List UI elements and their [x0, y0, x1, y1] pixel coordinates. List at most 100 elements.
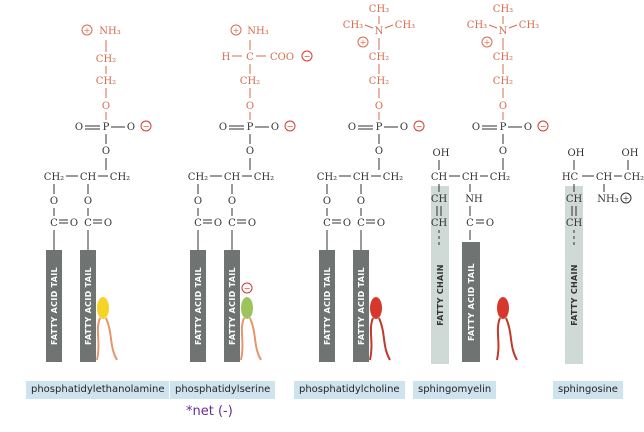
carbon-group: CH₂	[369, 52, 389, 63]
oxygen-atom: O	[377, 218, 385, 229]
nitrogen-charge-sign: +	[484, 38, 491, 47]
fatty-acid-tail-1	[319, 250, 335, 362]
pe-icon-tail-right	[105, 317, 118, 361]
oxygen-atom: O	[246, 101, 254, 112]
amine-group: NH₃	[597, 194, 618, 205]
carbon-group: CH	[431, 218, 448, 229]
phosphate-charge-sign: −	[416, 122, 423, 131]
ps-icon-charge-sign: −	[244, 284, 251, 293]
fatty-acid-tail-2	[353, 250, 369, 362]
methyl-group: CH₃	[493, 4, 513, 15]
nitrogen-charge-sign: +	[360, 38, 367, 47]
fatty-acid-tail-1-label: FATTY ACID TAIL	[50, 267, 59, 345]
oxygen-atom: O	[499, 101, 507, 112]
fatty-acid-tail-2-label: FATTY ACID TAIL	[357, 267, 366, 345]
carbon-group: CH₂	[493, 76, 513, 87]
phosphate-charge	[140, 120, 152, 132]
carbon-group: CH₂	[240, 76, 260, 87]
amine-charge-sign: +	[233, 26, 240, 35]
carbon-group: CH	[80, 172, 97, 183]
fatty-acid-tail-1-label: FATTY ACID TAIL	[194, 267, 203, 345]
oxygen-atom: O	[84, 196, 92, 207]
carbon-atom: C	[228, 218, 236, 229]
hydrogen-atom: H	[222, 52, 231, 63]
oxygen-atom: O	[348, 122, 356, 133]
carbon-atom: C	[323, 218, 331, 229]
amine-group: NH₃	[99, 26, 120, 37]
bond	[508, 24, 518, 29]
methyl-group: CH₃	[467, 20, 487, 31]
oxygen-atom: O	[323, 196, 331, 207]
carbon-group: CH₂	[254, 172, 274, 183]
oxygen-atom: O	[194, 196, 202, 207]
amine-charge	[230, 24, 242, 36]
fatty-chain-sphingosine	[565, 186, 583, 364]
hydroxyl-group: OH	[622, 148, 639, 159]
carbon-group: CH	[431, 194, 448, 205]
oxygen-atom: O	[104, 218, 112, 229]
carbon-group: CH	[566, 194, 583, 205]
label-phosphatidylcholine: phosphatidylcholine	[294, 381, 405, 399]
fatty-acid-tail-sphingomyelin-label: FATTY ACID TAIL	[467, 263, 476, 341]
phosphorus-atom: P	[247, 122, 254, 133]
phosphate-charge-sign: −	[287, 122, 294, 131]
oxygen-atom: O	[375, 101, 383, 112]
sm-icon-tail-left	[496, 317, 501, 361]
carbon-group: HC	[562, 172, 579, 183]
nitrogen-atom: N	[375, 26, 384, 37]
fatty-chain-sphingomyelin	[431, 186, 449, 364]
methyl-group: CH₃	[369, 4, 389, 15]
bond	[488, 24, 498, 29]
hydroxyl-group: OH	[568, 148, 585, 159]
oxygen-atom: O	[248, 218, 256, 229]
fatty-acid-tail-1-label: FATTY ACID TAIL	[323, 267, 332, 345]
label-phosphatidylserine: phosphatidylserine	[170, 381, 276, 399]
nitrogen-charge	[481, 36, 493, 48]
oxygen-atom: O	[271, 122, 279, 133]
pe-icon-head	[97, 297, 109, 319]
amine-charge	[620, 192, 632, 204]
carbon-atom: C	[194, 218, 202, 229]
methyl-group: CH₃	[343, 20, 363, 31]
carbon-atom: C	[84, 218, 92, 229]
fatty-acid-tail-sphingomyelin	[462, 242, 480, 362]
oxygen-atom: O	[400, 122, 408, 133]
label-phosphatidylethanolamine: phosphatidylethanolamine	[26, 381, 170, 399]
carbon-group: CH	[462, 172, 479, 183]
carbon-group: CH₂	[369, 76, 389, 87]
net-charge-note: *net (-)	[186, 404, 233, 419]
oxygen-atom: O	[127, 122, 135, 133]
carbon-group: CH₂	[493, 52, 513, 63]
phosphorus-atom: P	[376, 122, 383, 133]
phosphate-charge-sign: −	[540, 122, 547, 131]
carbon-group: CH₂	[44, 172, 64, 183]
label-sphingomyelin: sphingomyelin	[413, 381, 497, 399]
hydroxyl-group: OH	[433, 148, 450, 159]
oxygen-atom: O	[472, 122, 480, 133]
amine-charge-sign: +	[84, 26, 91, 35]
phosphate-charge	[284, 120, 296, 132]
fatty-acid-tail-2	[80, 250, 96, 362]
nitrogen-atom: N	[499, 26, 508, 37]
phosphate-charge	[537, 120, 549, 132]
carbon-atom: C	[246, 52, 254, 63]
oxygen-atom: O	[70, 218, 78, 229]
oxygen-atom: O	[246, 146, 254, 157]
phosphate-charge	[413, 120, 425, 132]
oxygen-atom: O	[219, 122, 227, 133]
oxygen-atom: O	[102, 146, 110, 157]
nitrogen-charge	[357, 36, 369, 48]
sm-icon-tail-right	[505, 317, 518, 361]
ps-icon-head	[241, 297, 253, 319]
amine-charge	[81, 24, 93, 36]
pc-icon-head	[370, 297, 382, 319]
carbon-group: CH₂	[96, 76, 116, 87]
methyl-group: CH₃	[519, 20, 539, 31]
carbon-group: CH	[353, 172, 370, 183]
phosphorus-atom: P	[500, 122, 507, 133]
oxygen-atom: O	[50, 196, 58, 207]
oxygen-atom: O	[357, 196, 365, 207]
carbon-group: CH	[224, 172, 241, 183]
